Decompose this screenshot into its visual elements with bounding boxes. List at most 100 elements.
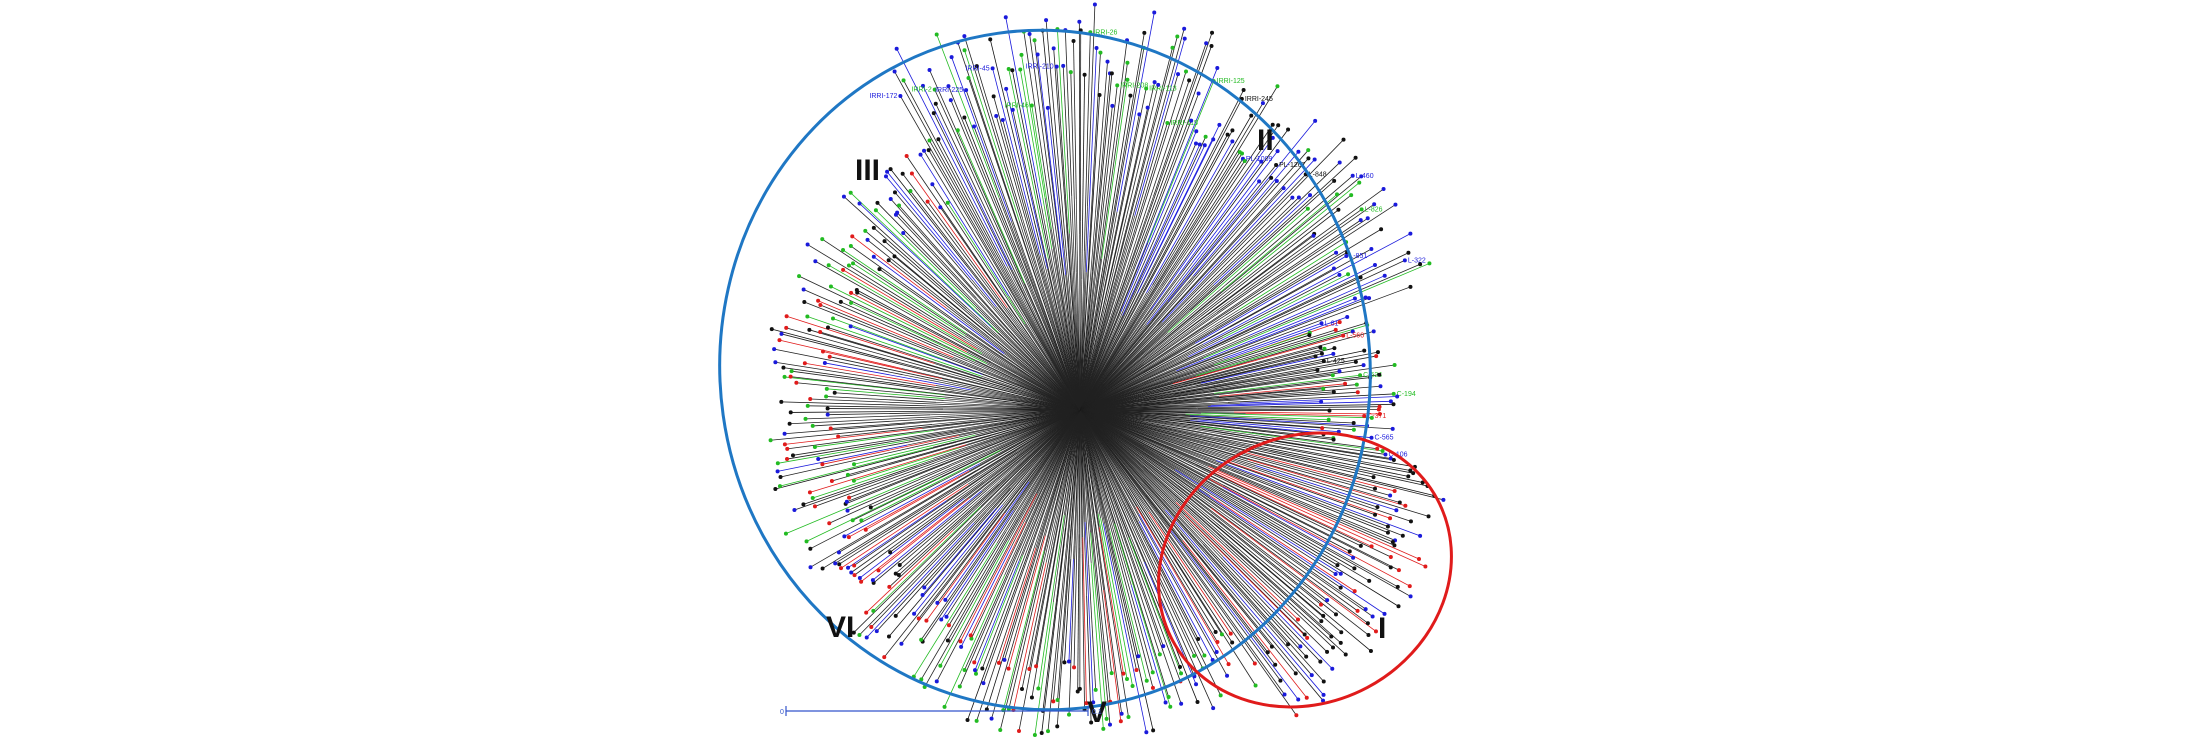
tree-branch [1154, 86, 1278, 288]
tree-branch [1079, 269, 1090, 411]
tree-branch [1231, 470, 1389, 534]
tree-branch [850, 245, 984, 341]
tree-tip-marker [1156, 82, 1161, 87]
tree-branch [976, 576, 1026, 722]
tree-branch [1101, 40, 1128, 236]
tree-branch [829, 452, 986, 524]
tree-tip-marker [1391, 391, 1396, 396]
tree-branch [967, 543, 1032, 721]
tree-branch [917, 409, 1081, 412]
tree-branch [1084, 522, 1094, 703]
tree-branch [973, 126, 1035, 288]
tree-branch [822, 351, 942, 379]
tree-branch [941, 343, 1081, 411]
tree-branch [1197, 406, 1380, 410]
tree-branch [853, 495, 993, 633]
tree-branch [1024, 409, 1081, 577]
tree-branch [1166, 149, 1309, 312]
tree-branch [822, 238, 970, 337]
tree-branch [1184, 364, 1364, 394]
tree-tip-marker [1371, 475, 1376, 480]
tree-branch [1091, 520, 1111, 702]
tree-tip-marker [784, 325, 789, 330]
tree-branch [894, 256, 1009, 352]
tree-branch [861, 449, 1001, 521]
tree-tip-marker [1367, 296, 1372, 301]
tree-branch [886, 171, 997, 307]
tree-tip-marker [931, 111, 936, 116]
tree-branch [848, 265, 967, 339]
tree-branch [1034, 601, 1054, 736]
tree-branch [847, 444, 955, 476]
tree-tip-marker [899, 641, 904, 646]
tree-branch [884, 240, 996, 338]
tree-branch [804, 362, 936, 386]
tree-branch [933, 112, 1023, 294]
tree-leaf-label: IRRI-208 [1120, 82, 1148, 89]
tree-branch [966, 307, 1081, 411]
tree-branch [1180, 533, 1273, 647]
tree-branch [1210, 488, 1338, 566]
tree-branch [1079, 409, 1083, 554]
tree-tip-marker [938, 663, 943, 668]
tree-tip-marker [962, 115, 967, 120]
tree-branch [993, 96, 1044, 278]
tree-tip-marker [1125, 60, 1130, 65]
tree-branch [1192, 297, 1370, 367]
tree-tip-marker [1375, 350, 1380, 355]
tree-branch [974, 409, 1081, 518]
tree-tip-marker [1396, 604, 1401, 609]
tree-tip-marker [784, 314, 789, 319]
tree-branch [1008, 68, 1049, 259]
tree-tip-marker [857, 632, 862, 637]
tree-tip-marker [980, 666, 985, 671]
tree-tip-marker [1408, 594, 1413, 599]
tree-tip-marker [919, 637, 924, 642]
tree-tip-marker [1408, 231, 1413, 236]
tree-branch [829, 356, 939, 381]
tree-branch [964, 291, 1081, 411]
tree-tip-marker [1210, 30, 1215, 35]
tree-tip-marker [820, 566, 825, 571]
tree-branch [1242, 182, 1360, 279]
tree-tip-marker [1225, 132, 1230, 137]
tree-tip-marker [1105, 59, 1110, 64]
tree-branch [1139, 93, 1199, 250]
tree-tip-marker [1252, 661, 1257, 666]
tree-tip-marker [1253, 683, 1258, 688]
tree-tip-marker [1337, 160, 1342, 165]
tree-branch [901, 534, 985, 644]
tree-branch [1119, 522, 1164, 647]
tree-tip-marker [888, 550, 893, 555]
tree-branch [780, 447, 912, 478]
tree-branch [848, 470, 970, 538]
tree-branch [1079, 409, 1136, 560]
tree-tip-marker [1392, 489, 1397, 494]
tree-branch [1203, 263, 1430, 359]
tree-tip-marker [898, 94, 903, 99]
tree-tip-marker [1427, 261, 1432, 266]
tree-tip-marker [1144, 730, 1149, 735]
tree-branch [1161, 160, 1246, 287]
tree-branch [1171, 554, 1256, 686]
tree-tip-marker [787, 421, 792, 426]
tree-tip-marker [1286, 127, 1291, 132]
tree-branch [1196, 403, 1394, 409]
tree-branch [903, 80, 1012, 282]
tree-tip-marker [850, 518, 855, 523]
tree-tip-marker [1051, 699, 1056, 704]
tree-tip-marker [827, 521, 832, 526]
tree-tip-marker [1358, 275, 1363, 280]
tree-tip-marker [1416, 557, 1421, 562]
tree-branch [1128, 537, 1182, 674]
tree-tip-marker [1165, 121, 1170, 126]
tree-tip-marker [1332, 178, 1337, 183]
tree-branch [1229, 518, 1358, 612]
tree-tip-marker [1338, 585, 1343, 590]
tree-tip-marker [1278, 678, 1283, 683]
tree-branch [1219, 383, 1346, 397]
tree-branch [779, 446, 933, 487]
tree-tip-marker [943, 597, 948, 602]
tree-tip-marker [1392, 363, 1397, 368]
